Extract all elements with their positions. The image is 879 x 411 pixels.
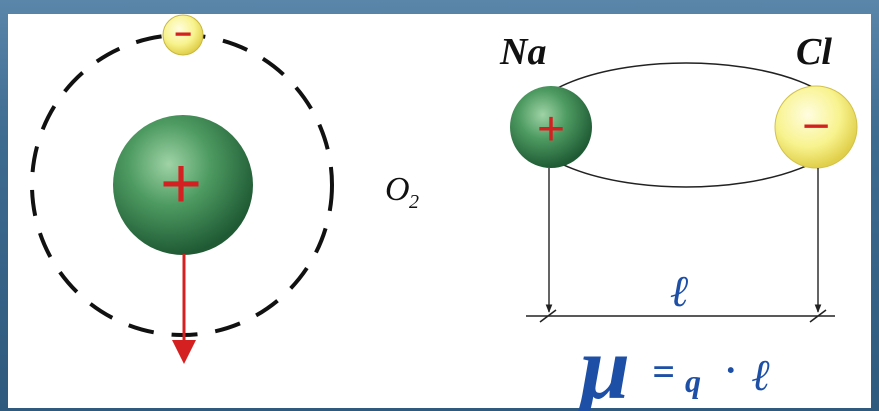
distance-label: ℓ (671, 267, 690, 316)
formula-dot: · (726, 350, 735, 390)
sodium-ion-sign: + (537, 103, 565, 156)
molecule-label: O 2 (385, 171, 419, 213)
distance-tick-left (539, 309, 557, 323)
nucleus: + (113, 115, 253, 255)
electron: − (162, 14, 204, 56)
molecule-label-subscript: 2 (409, 191, 419, 213)
distance-tick-right (809, 309, 827, 323)
formula-equals: = (652, 349, 675, 394)
dipole-formula: μ = q · ℓ (576, 319, 771, 411)
formula-length: ℓ (752, 351, 771, 400)
formula-mu: μ (576, 319, 630, 411)
molecule-label-main: O (385, 171, 410, 208)
left-diagram: − + O 2 (30, 14, 419, 364)
atom-label-cl: Cl (796, 31, 832, 73)
right-diagram: Na Cl + − ℓ μ = q · ℓ (499, 31, 858, 411)
sodium-ion: + (510, 86, 592, 168)
nucleus-sign: + (160, 144, 202, 224)
atom-label-na: Na (499, 31, 546, 73)
formula-charge: q (685, 363, 701, 399)
electron-sign: − (174, 18, 192, 51)
chlorine-ion-sign: − (802, 100, 830, 153)
chlorine-ion: − (774, 85, 858, 169)
